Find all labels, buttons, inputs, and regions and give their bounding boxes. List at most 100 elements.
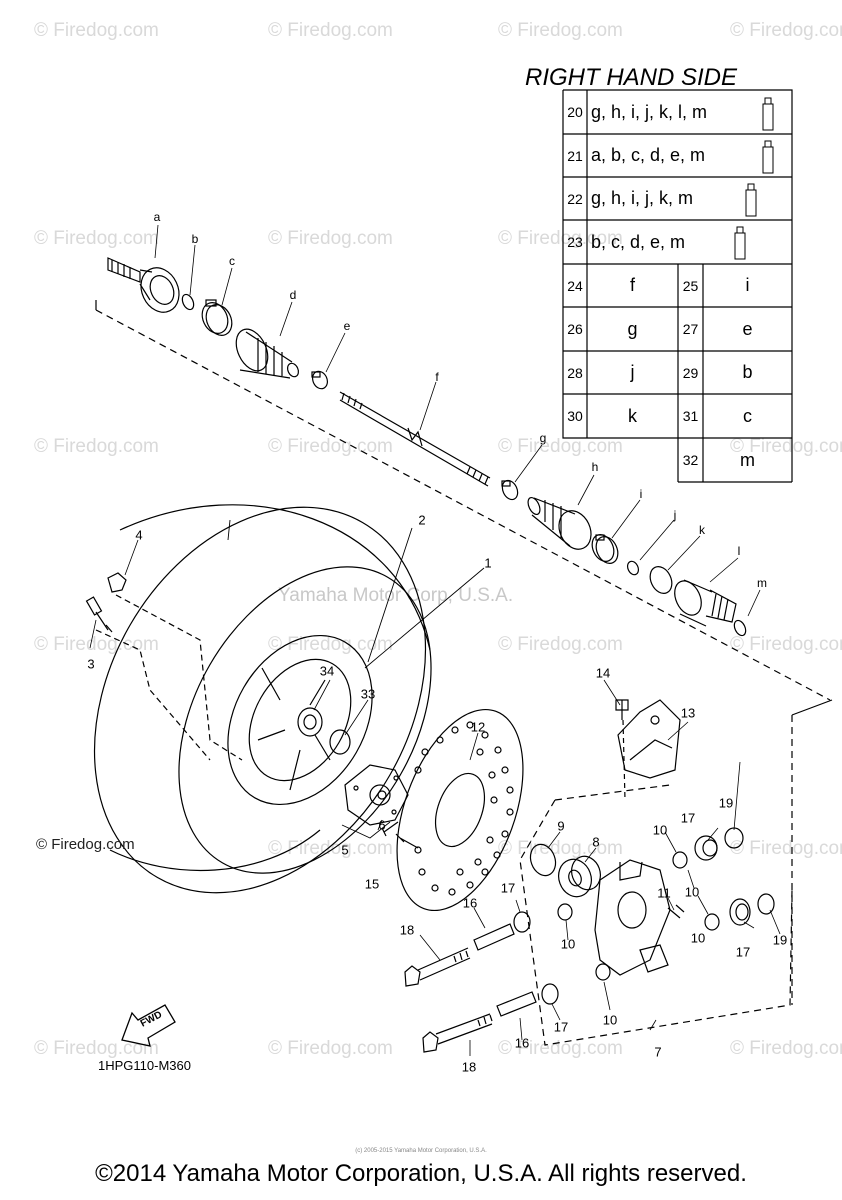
part-number-callout[interactable]: 7 [654, 1044, 662, 1060]
part-number-callout[interactable]: 13 [680, 705, 696, 721]
table-part-letter: k [628, 405, 637, 426]
valve-cap-icon [107, 572, 127, 593]
boot-band-icon [591, 534, 619, 564]
table-part-letter: g [627, 318, 638, 339]
part-number-callout[interactable]: 18 [461, 1059, 477, 1075]
part-letter-callout[interactable]: k [699, 523, 705, 537]
part-letter-callout[interactable]: d [289, 288, 297, 302]
table-part-letters: b, c, d, e, m [591, 231, 686, 252]
part-letter-callout[interactable]: g [539, 431, 547, 445]
bushing-icon [672, 851, 688, 869]
circlip-icon [181, 293, 195, 311]
part-number-callout[interactable]: 1 [484, 555, 492, 571]
part-number-callout[interactable]: 10 [690, 930, 706, 946]
part-number-callout[interactable]: 15 [364, 876, 380, 892]
assembly-guide-line [95, 309, 831, 701]
seal-icon [541, 983, 559, 1005]
tire-icon [93, 504, 432, 894]
part-letter-callout[interactable]: e [343, 319, 351, 333]
seal-icon [729, 898, 751, 926]
part-letter-callout[interactable]: l [737, 544, 741, 558]
part-number-callout[interactable]: 10 [652, 822, 668, 838]
drive-shaft-icon [339, 391, 491, 487]
watermark: © Firedog.com [730, 1038, 842, 1059]
part-number-callout[interactable]: 19 [718, 795, 734, 811]
part-number-callout[interactable]: 17 [500, 880, 516, 896]
table-ref-number: 28 [567, 364, 583, 381]
boot-inner-icon [527, 496, 592, 550]
watermark: © Firedog.com [268, 228, 393, 249]
part-number-callout[interactable]: 10 [684, 884, 700, 900]
grease-tube-icon [762, 97, 774, 131]
part-number-callout[interactable]: 10 [602, 1012, 618, 1028]
table-part-letter: j [630, 362, 635, 382]
part-number-callout[interactable]: 14 [595, 665, 611, 681]
table-ref-number: 22 [567, 190, 583, 207]
reference-table-grid [562, 89, 793, 483]
grease-tube-icon [734, 226, 746, 260]
part-number-callout[interactable]: 18 [399, 922, 415, 938]
watermark: © Firedog.com [34, 228, 159, 249]
cv-joint-inner-icon [674, 579, 737, 627]
boot-band-small-icon [311, 370, 328, 390]
watermark: © Firedog.com [498, 634, 623, 655]
part-number-callout[interactable]: 17 [553, 1019, 569, 1035]
part-number-callout[interactable]: 4 [135, 527, 143, 543]
watermark: © Firedog.com [730, 20, 842, 41]
table-ref-number: 27 [682, 321, 699, 337]
bolt-icon [381, 821, 399, 837]
bearing-icon [297, 707, 323, 737]
bushing-icon [595, 963, 611, 981]
watermark: © Firedog.com [730, 838, 842, 859]
table-part-letter: c [743, 405, 752, 426]
part-number-callout[interactable]: 8 [592, 834, 600, 850]
part-number-callout[interactable]: 17 [680, 810, 696, 826]
part-number-callout[interactable]: 12 [470, 719, 486, 735]
part-number-callout[interactable]: 34 [319, 663, 335, 679]
bearing-icon [558, 855, 601, 898]
watermark: © Firedog.com [268, 1038, 393, 1059]
collar-icon [329, 729, 351, 755]
bolt-long-icon [404, 947, 471, 987]
part-number-callout[interactable]: 16 [462, 895, 478, 911]
part-letter-callout[interactable]: i [639, 487, 643, 501]
table-ref-number: 31 [682, 408, 699, 424]
table-part-letter: f [629, 275, 635, 295]
part-letter-callout[interactable]: c [229, 254, 235, 268]
seal-icon [694, 835, 718, 861]
part-number-callout[interactable]: 5 [341, 842, 349, 858]
part-number-callout[interactable]: 2 [418, 512, 426, 528]
bushing-icon [557, 903, 573, 921]
table-ref-number: 29 [682, 364, 699, 381]
table-part-letter: e [742, 318, 753, 339]
copyright-notice: ©2014 Yamaha Motor Corporation, U.S.A. A… [95, 1160, 747, 1187]
part-letter-callout[interactable]: h [591, 460, 599, 474]
part-letter-callout[interactable]: a [153, 210, 161, 224]
part-number-callout[interactable]: 3 [87, 656, 95, 672]
watermark: © Firedog.com [498, 436, 623, 457]
wheel-rim-icon [227, 634, 373, 806]
part-number-callout[interactable]: 33 [360, 686, 376, 702]
part-number-callout[interactable]: 6 [378, 817, 386, 833]
part-letter-callout[interactable]: b [191, 232, 199, 246]
part-number-callout[interactable]: 9 [557, 818, 565, 834]
part-number-callout[interactable]: 11 [657, 885, 671, 901]
table-ref-number: 21 [567, 147, 583, 164]
part-number-callout[interactable]: 19 [772, 932, 788, 948]
part-number-callout[interactable]: 16 [514, 1035, 530, 1051]
part-letter-callout[interactable]: m [757, 576, 767, 590]
collar-long-icon [496, 991, 537, 1017]
part-number-callout[interactable]: 17 [735, 944, 751, 960]
part-number-callout[interactable]: 10 [560, 936, 576, 952]
bolt-long-icon [422, 1013, 493, 1053]
fine-print: (c) 2005-2015 Yamaha Motor Corporation, … [355, 1148, 487, 1154]
grease-nipple-icon [667, 904, 685, 919]
table-ref-number: 20 [567, 104, 583, 120]
part-letter-callout[interactable]: j [673, 508, 677, 522]
table-ref-number: 23 [567, 234, 583, 250]
wheel-hub-icon [344, 764, 409, 826]
bolt-icon [395, 833, 419, 849]
part-letter-callout[interactable]: f [435, 370, 439, 384]
table-part-letter: i [745, 275, 750, 295]
